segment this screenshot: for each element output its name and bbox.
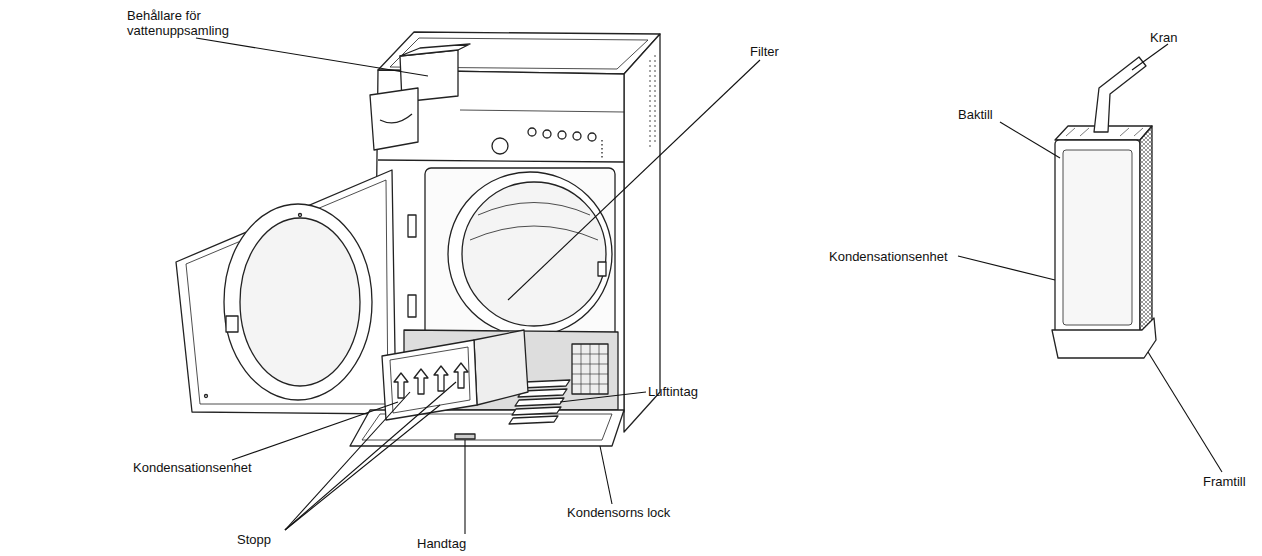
part-label: Kran bbox=[1150, 30, 1177, 45]
door bbox=[176, 170, 396, 414]
leader-line bbox=[600, 446, 612, 504]
part-label: Baktill bbox=[958, 107, 993, 122]
condenser-nozzle bbox=[1094, 57, 1146, 132]
leader-line bbox=[1148, 352, 1222, 472]
condenser-unit-side bbox=[474, 330, 528, 405]
door-latch bbox=[226, 316, 238, 332]
condenser-base bbox=[1052, 318, 1156, 358]
air-intake-slat bbox=[515, 398, 564, 406]
indicator-dots bbox=[601, 140, 602, 160]
leader-line bbox=[508, 60, 760, 300]
drum-opening bbox=[448, 172, 612, 336]
door-hinge bbox=[408, 215, 416, 237]
leader-line bbox=[1000, 122, 1060, 158]
side-vent bbox=[655, 55, 656, 145]
leader-line bbox=[464, 440, 465, 534]
control-button bbox=[558, 131, 566, 139]
control-panel-edge bbox=[378, 160, 624, 162]
door-screw bbox=[205, 395, 208, 398]
part-label: Luftintag bbox=[648, 384, 698, 399]
program-knob bbox=[492, 138, 508, 154]
dryer-side bbox=[624, 34, 660, 432]
leader-line bbox=[232, 402, 398, 460]
control-button bbox=[528, 128, 536, 136]
leader-line bbox=[560, 392, 646, 402]
leader-line bbox=[285, 382, 456, 530]
air-intake-slat bbox=[512, 407, 561, 415]
condenser-unit-panel bbox=[390, 347, 470, 413]
part-label: Handtag bbox=[417, 536, 466, 551]
leader-line bbox=[285, 405, 440, 530]
leader-line bbox=[958, 256, 1055, 280]
part-label: Kondensorns lock bbox=[567, 505, 670, 520]
drum-line bbox=[478, 203, 590, 216]
control-panel-edge bbox=[460, 110, 624, 112]
part-label: Behållare för vattenuppsamling bbox=[127, 8, 245, 38]
door-window bbox=[224, 204, 372, 400]
air-intake-slat bbox=[509, 416, 558, 424]
compartment-grille bbox=[572, 344, 608, 394]
drum-inner bbox=[462, 182, 606, 326]
door-catch bbox=[598, 262, 606, 276]
control-button bbox=[543, 130, 551, 138]
leader-line bbox=[285, 392, 410, 530]
water-container-top bbox=[400, 44, 470, 56]
door-window-inner bbox=[240, 218, 360, 386]
part-label: Stopp bbox=[237, 532, 271, 547]
part-label: Kondensationsenhet bbox=[829, 249, 948, 264]
grille-lines bbox=[572, 344, 608, 394]
door-inner bbox=[186, 180, 388, 404]
drum-frame bbox=[425, 168, 615, 338]
condenser-face bbox=[1063, 150, 1132, 325]
release-arrow bbox=[414, 369, 428, 394]
condenser-unit-front bbox=[382, 340, 477, 420]
release-arrow bbox=[434, 366, 448, 391]
water-container-front bbox=[370, 88, 418, 150]
door-screw bbox=[299, 214, 302, 217]
leader-line bbox=[196, 38, 428, 76]
door-hinge bbox=[408, 295, 416, 317]
lid-handle bbox=[455, 434, 475, 439]
leader-line bbox=[1132, 44, 1168, 70]
part-label: Kondensationsenhet bbox=[133, 460, 252, 475]
condenser-body bbox=[1055, 140, 1140, 335]
control-button bbox=[588, 133, 596, 141]
container-handle bbox=[380, 114, 412, 123]
release-arrow bbox=[454, 363, 468, 388]
part-label: Framtill bbox=[1203, 474, 1246, 489]
part-label: Filter bbox=[750, 44, 779, 59]
release-arrow bbox=[394, 373, 408, 398]
control-button bbox=[573, 132, 581, 140]
side-vent bbox=[650, 60, 651, 150]
condenser-mesh bbox=[1140, 126, 1152, 336]
air-intake-slat bbox=[521, 380, 570, 388]
